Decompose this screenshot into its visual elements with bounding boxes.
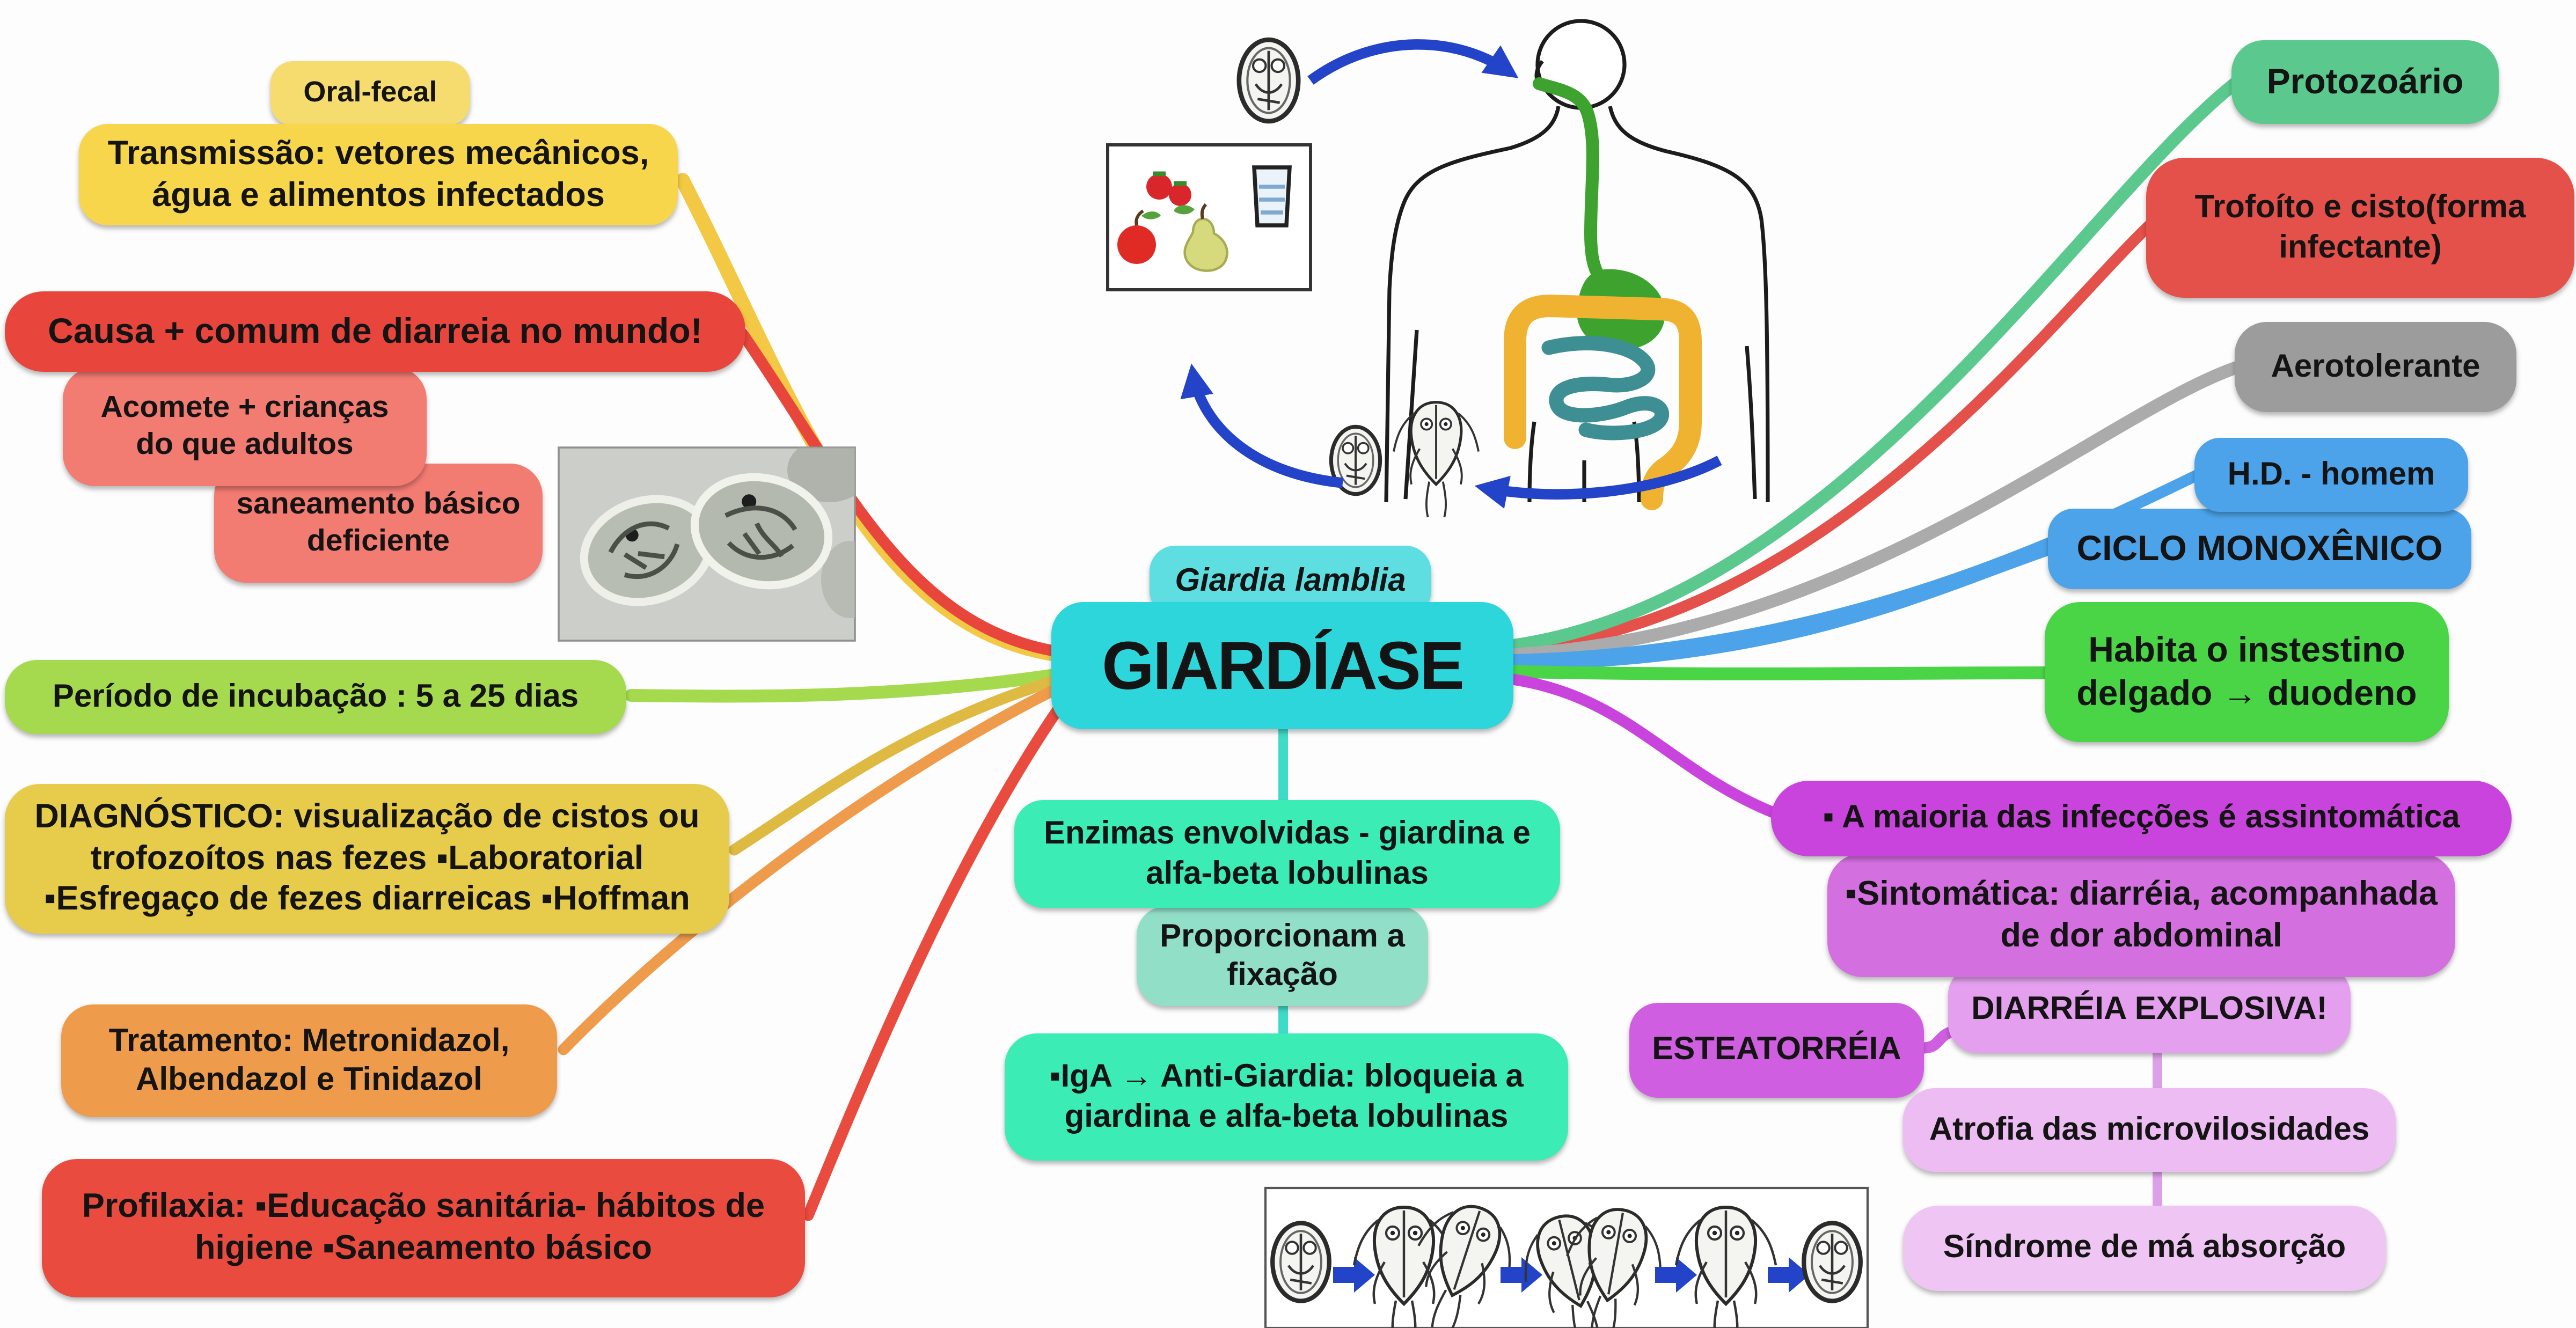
strawberries-icon — [1146, 171, 1191, 206]
digestive-tract — [1504, 77, 1702, 510]
node-periodo-incubacao[interactable]: Período de incubação : 5 a 25 dias — [5, 660, 626, 734]
node-habita-intestino[interactable]: Habita o instestino delgado → duodeno — [2045, 602, 2449, 742]
node-diagnostico[interactable]: DIAGNÓSTICO: visualização de cistos ou t… — [5, 784, 729, 934]
contaminated-food-box — [1106, 143, 1312, 291]
cycle-arrows — [1180, 39, 1722, 509]
cyst-photo — [558, 446, 856, 642]
node-hd-homem[interactable]: H.D. - homem — [2194, 438, 2468, 512]
apple-icon — [1117, 209, 1161, 264]
node-protozoario[interactable]: Protozoário — [2231, 40, 2499, 124]
node-iga-anti-giardia[interactable]: ▪IgA → Anti-Giardia: bloqueia a giardina… — [1005, 1033, 1568, 1161]
node-ciclo-monoxenico[interactable]: CICLO MONOXÊNICO — [2048, 509, 2471, 589]
node-tratamento[interactable]: Tratamento: Metronidazol, Albendazol e T… — [61, 1004, 557, 1117]
node-diarreia-explosiva[interactable]: DIARRÉIA EXPLOSIVA! — [1948, 966, 2351, 1053]
node-transmissao[interactable]: Transmissão: vetores mecânicos, água e a… — [79, 124, 678, 225]
node-oral-fecal[interactable]: Oral-fecal — [270, 61, 470, 126]
right-branch-curves — [1494, 77, 2244, 819]
trophozoite-sequence-strip — [1264, 1186, 1869, 1328]
node-acomete-criancas[interactable]: Acomete + crianças do que adultos — [63, 367, 427, 486]
node-infeccoes-assintomaticas[interactable]: ▪ A maioria das infecções é assintomátic… — [1771, 781, 2512, 856]
node-enzimas[interactable]: Enzimas envolvidas - giardina e alfa-bet… — [1014, 800, 1560, 908]
node-atrofia-microvilosidades[interactable]: Atrofia das microvilosidades — [1903, 1088, 2396, 1172]
node-causa-diarreia[interactable]: Causa + comum de diarreia no mundo! — [5, 291, 745, 372]
node-profilaxia[interactable]: Profilaxia: ▪Educação sanitária- hábitos… — [42, 1159, 805, 1297]
sub-links — [1278, 723, 2162, 1212]
node-giardiase-title[interactable]: GIARDÍASE — [1051, 602, 1513, 729]
node-proporcionam-fixacao[interactable]: Proporcionam a fixação — [1137, 906, 1428, 1006]
life-cycle-illustration — [1106, 19, 1770, 517]
water-glass-icon — [1252, 165, 1292, 228]
pear-icon — [1174, 203, 1228, 272]
node-esteatorreia[interactable]: ESTEATORRÉIA — [1629, 1003, 1924, 1098]
node-sindrome-ma-absorcao[interactable]: Síndrome de má absorção — [1903, 1206, 2386, 1291]
node-aerotolerante[interactable]: Aerotolerante — [2235, 322, 2516, 412]
node-sintomatica[interactable]: ▪Sintomática: diarréia, acompanhada de d… — [1827, 853, 2455, 977]
node-trofoito-cisto[interactable]: Trofoíto e cisto(forma infectante) — [2146, 158, 2574, 298]
